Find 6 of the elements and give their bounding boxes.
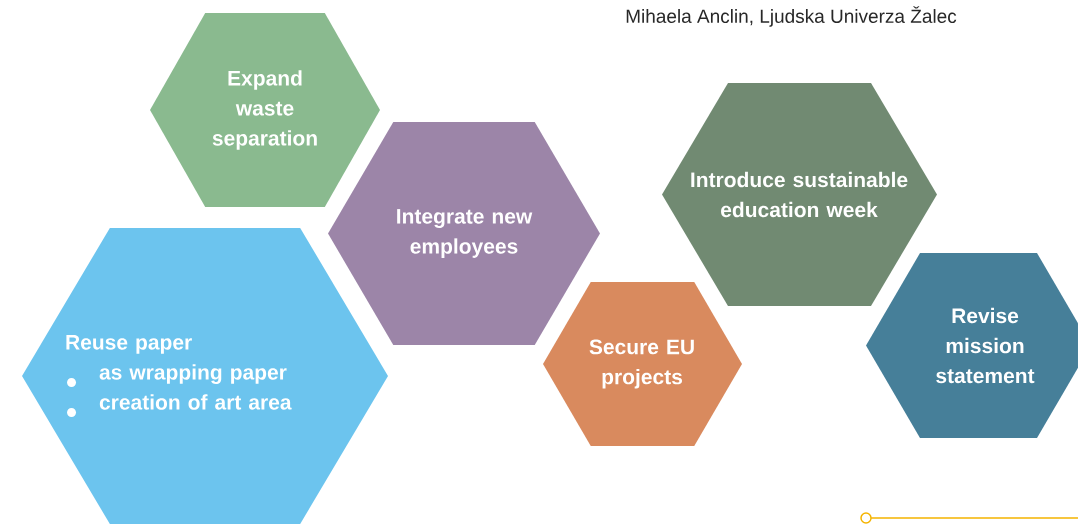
hexagon: Reuse paper as wrapping paper creation of art area (22, 228, 388, 524)
hexagon: Introduce sustainable education week (662, 83, 937, 306)
author-credit: Mihaela Anclin, Ljudska Univerza Žalec (626, 6, 957, 27)
hexagon: Revise mission statement (866, 253, 1078, 438)
hexagon: Secure EU projects (543, 282, 742, 446)
hexagon: Expand waste separation (150, 13, 380, 207)
